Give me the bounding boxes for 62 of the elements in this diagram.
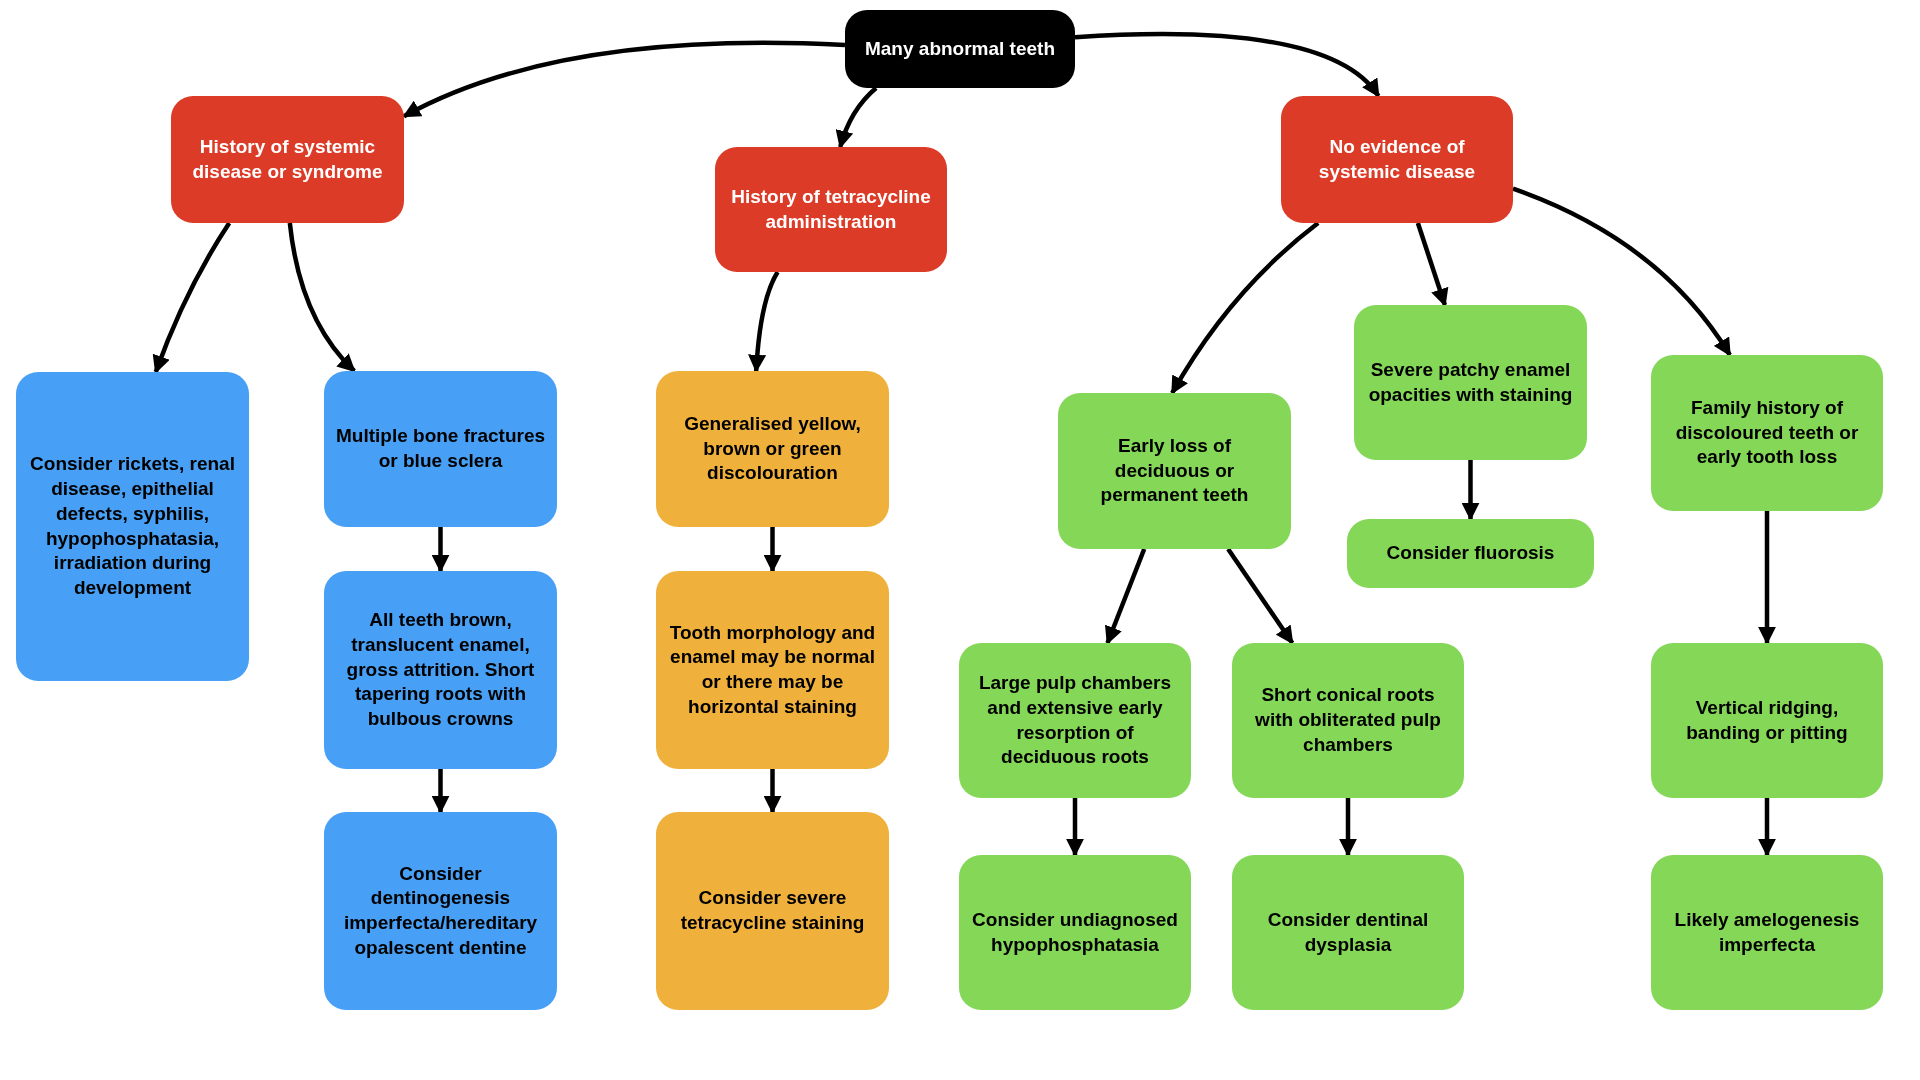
- arrow: [1339, 798, 1357, 857]
- flowchart-box: [959, 855, 1191, 1010]
- box-label: History of systemic disease or syndrome: [191, 134, 384, 184]
- flowchart-box: [715, 147, 947, 272]
- flowchart-box: [845, 10, 1075, 88]
- box-label: Consider rickets, renal disease, epithelial defects, syphilis, hypophosphatasia, irradiation during development: [29, 452, 236, 600]
- flowchart-box: [959, 643, 1191, 798]
- arrow: [402, 40, 846, 119]
- box-label: Vertical ridging, banding or pitting: [1685, 695, 1849, 745]
- flowchart-box: [656, 571, 889, 769]
- box-label: Early loss of deciduous or permanent teeth: [1099, 433, 1250, 508]
- box-label: Family history of discoloured teeth or early tooth loss: [1674, 395, 1860, 470]
- arrow: [763, 769, 782, 814]
- arrow: [152, 221, 232, 374]
- flowchart-box: [656, 371, 889, 527]
- arrow: [1105, 548, 1147, 645]
- arrow: [1074, 31, 1381, 98]
- flowchart-box: [324, 571, 557, 769]
- arrow: [1461, 460, 1480, 521]
- flowchart-box: [324, 812, 557, 1010]
- flowchart-box: [171, 96, 404, 223]
- box-label: Consider undiagnosed hypophosphatasia: [971, 907, 1179, 957]
- arrow: [1758, 511, 1776, 645]
- arrow: [836, 86, 878, 149]
- box-label: No evidence of systemic disease: [1317, 134, 1477, 184]
- arrow: [1066, 798, 1084, 857]
- box-label: Consider fluorosis: [1386, 541, 1555, 566]
- box-label: Likely amelogenesis imperfecta: [1673, 907, 1861, 957]
- flowchart-box: [1354, 305, 1587, 460]
- box-label: History of tetracycline administration: [730, 184, 932, 234]
- arrow: [1415, 222, 1449, 307]
- box-label: Consider severe tetracycline staining: [679, 886, 866, 935]
- arrow: [763, 527, 782, 573]
- arrow: [287, 222, 356, 373]
- arrow: [1758, 798, 1776, 857]
- flowchart-box: [1347, 519, 1594, 588]
- flowchart-box: [656, 812, 889, 1010]
- flowchart-box: [1651, 355, 1883, 511]
- flowchart-box: [1651, 643, 1883, 798]
- flowchart-box: [1281, 96, 1513, 223]
- arrow: [431, 527, 450, 573]
- flowchart-box: [1232, 643, 1464, 798]
- flowchart-box: [1058, 393, 1291, 549]
- arrow: [1512, 186, 1732, 357]
- flowchart-box: [1232, 855, 1464, 1010]
- box-label: Short conical roots with obliterated pulp chambers: [1254, 683, 1442, 757]
- box-label: Consider dentinogenesis imperfecta/hereditary opalescent dentine: [342, 861, 539, 960]
- box-label: Consider dentinal dysplasia: [1266, 907, 1430, 957]
- box-label: Tooth morphology and enamel may be normal or there may be horizontal staining: [668, 620, 877, 719]
- arrow: [1170, 221, 1320, 395]
- box-label: Severe patchy enamel opacities with staining: [1367, 357, 1574, 407]
- flowchart-box: [16, 372, 249, 681]
- box-label: Generalised yellow, brown or green discolouration: [683, 411, 862, 486]
- arrow: [1226, 547, 1295, 645]
- flowchart-box: [324, 371, 557, 527]
- arrow: [748, 270, 780, 373]
- flowchart-box: [1651, 855, 1883, 1010]
- box-label: All teeth brown, translucent enamel, gross attrition. Short tapering roots with bulbous crowns: [345, 608, 536, 732]
- box-label: Multiple bone fractures or blue sclera: [335, 424, 546, 473]
- box-label: Many abnormal teeth: [864, 36, 1055, 61]
- box-label: Large pulp chambers and extensive early resorption of deciduous roots: [977, 671, 1173, 770]
- arrow: [431, 769, 450, 814]
